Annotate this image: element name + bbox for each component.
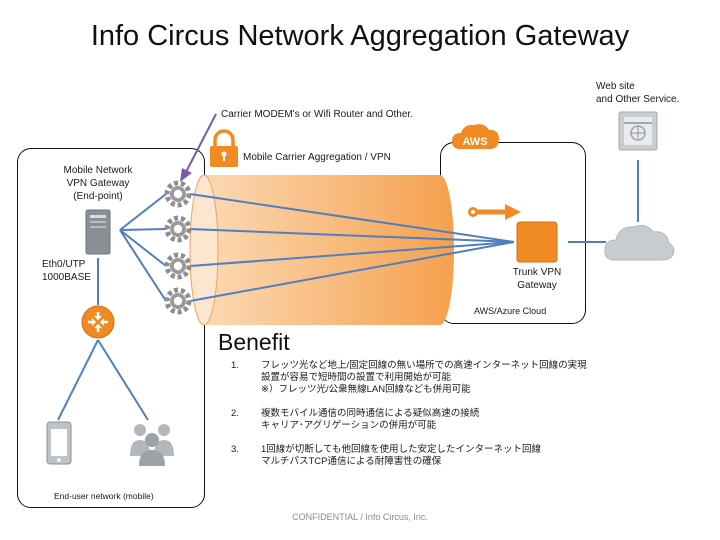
website-label: Web site and Other Service. [596, 81, 680, 105]
tablet-icon [46, 421, 72, 465]
mobile-gateway-label: Mobile Network VPN Gateway (End-point) [63, 165, 133, 202]
page-title: Info Circus Network Aggregation Gateway [90, 20, 630, 52]
lock-icon [210, 129, 238, 167]
infrastructure-links [57, 160, 639, 421]
eth-label: Eth0/UTP 1000BASE [42, 259, 91, 283]
server-icon [85, 209, 111, 255]
gear-icon [164, 287, 192, 315]
footer-confidential: CONFIDENTIAL / Info Circus, Inc. [292, 512, 428, 522]
carrier-modem-label: Carrier MODEM's or Wifi Router and Other… [221, 109, 413, 120]
benefit-item: 2. 複数モバイル通信の同時通信による疑似高速の接続 キャリア･アグリゲーション… [231, 408, 480, 431]
benefit-item: 3. 1回線が切断しても他回線を使用した安定したインターネット回線 マルチパスT… [231, 444, 542, 467]
gateway-links [119, 193, 167, 302]
carrier-callout-arrow [180, 113, 217, 182]
gear-icon [164, 180, 192, 208]
tunnel-links [189, 193, 515, 302]
end-user-network-box [17, 148, 205, 508]
gear-icon [164, 252, 192, 280]
aws-badge-icon: AWS [452, 124, 499, 149]
gear-icon [164, 215, 192, 243]
users-icon [130, 424, 174, 466]
trunk-gateway-label: Trunk VPN Gateway [512, 267, 562, 291]
benefit-item: 1. フレッツ光など地上/固定回線の無い場所での高速インターネット回線の実現 設… [231, 360, 587, 395]
orange-arrow-icon [468, 204, 521, 220]
benefit-heading: Benefit [218, 329, 290, 355]
router-icon [81, 305, 115, 339]
aggregation-label: Mobile Carrier Aggregation / VPN [243, 152, 391, 163]
end-user-network-label: End-user network (mobile) [54, 491, 154, 501]
trunk-gateway-icon [516, 221, 558, 263]
cloud-icon [604, 224, 675, 261]
benefit-list: 1. フレッツ光など地上/固定回線の無い場所での高速インターネット回線の実現 設… [231, 360, 671, 480]
svg-text:AWS: AWS [462, 136, 487, 148]
website-icon [618, 111, 658, 151]
cloud-box-label: AWS/Azure Cloud [474, 306, 547, 316]
